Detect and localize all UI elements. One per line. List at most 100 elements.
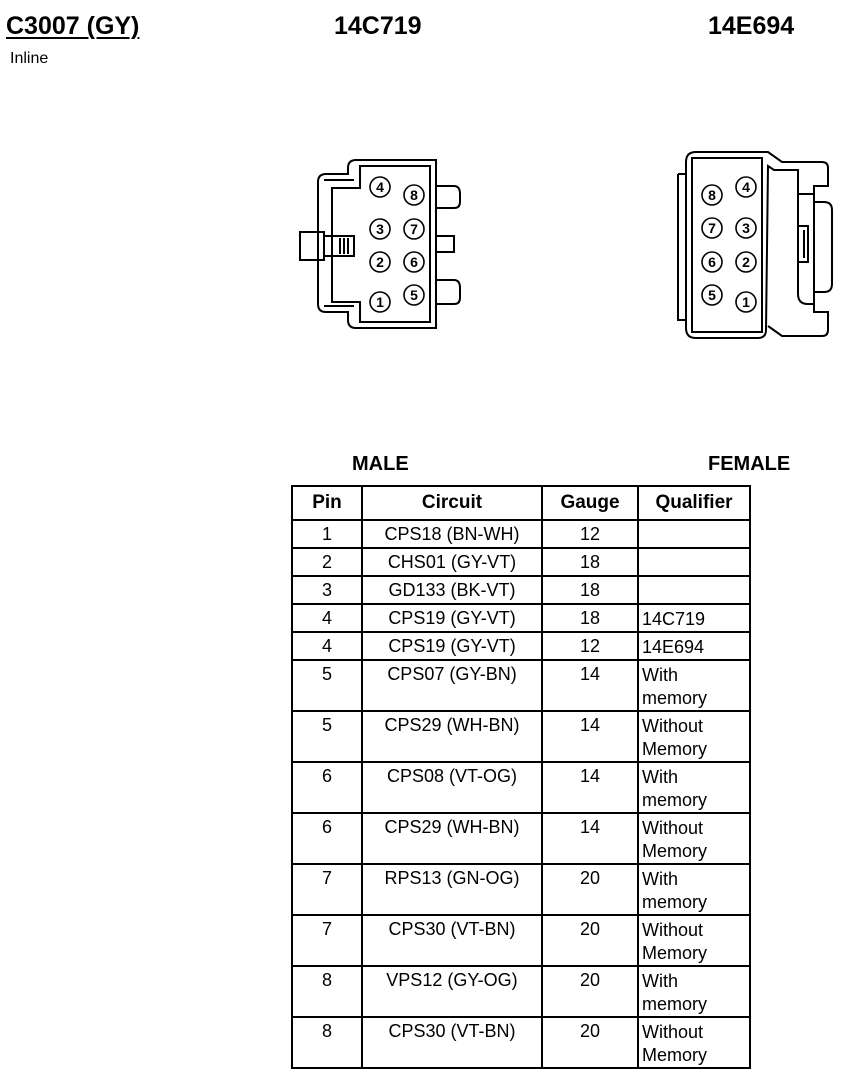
- male-pin-label: 1: [376, 294, 384, 310]
- gauge-cell: 20: [541, 914, 639, 967]
- male-pin-label: 7: [410, 221, 418, 237]
- gauge-cell: 18: [541, 547, 639, 577]
- circuit-cell: CPS29 (WH-BN): [361, 812, 543, 865]
- qualifier-line: 14E694: [642, 637, 705, 657]
- male-pin-label: 2: [376, 254, 384, 270]
- circuit-cell: CPS07 (GY-BN): [361, 659, 543, 712]
- qualifier-line: With: [642, 869, 678, 889]
- female-pin-cavities: [701, 176, 757, 313]
- gauge-cell: 20: [541, 1016, 639, 1069]
- circuit-cell: RPS13 (GN-OG): [361, 863, 543, 916]
- qualifier-line: Without: [642, 920, 704, 940]
- pin-cell: 5: [291, 710, 363, 763]
- connector-id: C3007 (GY): [6, 12, 140, 40]
- gauge-cell: 14: [541, 659, 639, 712]
- female-part-number: 14E694: [708, 12, 795, 40]
- connector-type: Inline: [10, 50, 49, 67]
- gauge-cell: 18: [541, 575, 639, 605]
- pin-cell: 3: [291, 575, 363, 605]
- pin-cell: 1: [291, 519, 363, 549]
- qualifier-line: memory: [642, 994, 708, 1014]
- qualifier-line: Memory: [642, 943, 708, 963]
- qualifier-line: Without: [642, 716, 704, 736]
- female-connector-diagram: 8 4 7 3 6 2 5 1: [677, 151, 833, 339]
- gauge-cell: 14: [541, 761, 639, 814]
- qualifier-line: Memory: [642, 739, 708, 759]
- pin-cell: 6: [291, 812, 363, 865]
- male-label: MALE: [352, 453, 409, 475]
- female-pin-label: 1: [742, 294, 750, 310]
- pin-cell: 2: [291, 547, 363, 577]
- female-pin-label: 6: [708, 254, 716, 270]
- circuit-cell: CPS29 (WH-BN): [361, 710, 543, 763]
- female-pin-label: 4: [742, 179, 750, 195]
- gauge-cell: 12: [541, 631, 639, 661]
- circuit-cell: CHS01 (GY-VT): [361, 547, 543, 577]
- header-qualifier: Qualifier: [637, 485, 751, 521]
- circuit-cell: VPS12 (GY-OG): [361, 965, 543, 1018]
- pin-cell: 6: [291, 761, 363, 814]
- header-gauge: Gauge: [541, 485, 639, 521]
- qualifier-line: Memory: [642, 841, 708, 861]
- female-pin-label: 5: [708, 287, 716, 303]
- circuit-cell: CPS30 (VT-BN): [361, 914, 543, 967]
- female-pin-label: 7: [708, 220, 716, 236]
- circuit-cell: CPS18 (BN-WH): [361, 519, 543, 549]
- qualifier-line: memory: [642, 892, 708, 912]
- male-connector-diagram: 4 8 3 7 2 6 1 5: [299, 159, 461, 329]
- male-part-number: 14C719: [334, 12, 422, 40]
- circuit-cell: CPS19 (GY-VT): [361, 631, 543, 661]
- pin-cell: 8: [291, 965, 363, 1018]
- qualifier-cell: 14E694: [637, 631, 751, 661]
- pin-cell: 7: [291, 914, 363, 967]
- table-header-row: Pin Circuit Gauge Qualifier: [291, 485, 751, 521]
- qualifier-line: memory: [642, 688, 708, 708]
- gauge-cell: 14: [541, 710, 639, 763]
- gauge-cell: 12: [541, 519, 639, 549]
- pin-cell: 5: [291, 659, 363, 712]
- pin-cell: 7: [291, 863, 363, 916]
- gauge-cell: 18: [541, 603, 639, 633]
- male-pin-label: 5: [410, 287, 418, 303]
- female-pin-label: 2: [742, 254, 750, 270]
- female-pin-label: 3: [742, 220, 750, 236]
- circuit-cell: CPS19 (GY-VT): [361, 603, 543, 633]
- header-pin: Pin: [291, 485, 363, 521]
- qualifier-line: 14C719: [642, 609, 706, 629]
- pin-cell: 4: [291, 603, 363, 633]
- female-label: FEMALE: [708, 453, 791, 475]
- male-pin-cavities: [369, 176, 425, 313]
- male-pin-label: 8: [410, 187, 418, 203]
- qualifier-cell: [637, 575, 751, 605]
- qualifier-line: Without: [642, 1022, 704, 1042]
- gauge-cell: 14: [541, 812, 639, 865]
- pin-cell: 8: [291, 1016, 363, 1069]
- qualifier-cell: With memory: [637, 863, 751, 916]
- male-pin-label: 4: [376, 179, 384, 195]
- qualifier-line: Memory: [642, 1045, 708, 1065]
- circuit-cell: GD133 (BK-VT): [361, 575, 543, 605]
- qualifier-line: memory: [642, 790, 708, 810]
- qualifier-cell: 14C719: [637, 603, 751, 633]
- gauge-cell: 20: [541, 965, 639, 1018]
- pin-cell: 4: [291, 631, 363, 661]
- header-circuit: Circuit: [361, 485, 543, 521]
- gauge-cell: 20: [541, 863, 639, 916]
